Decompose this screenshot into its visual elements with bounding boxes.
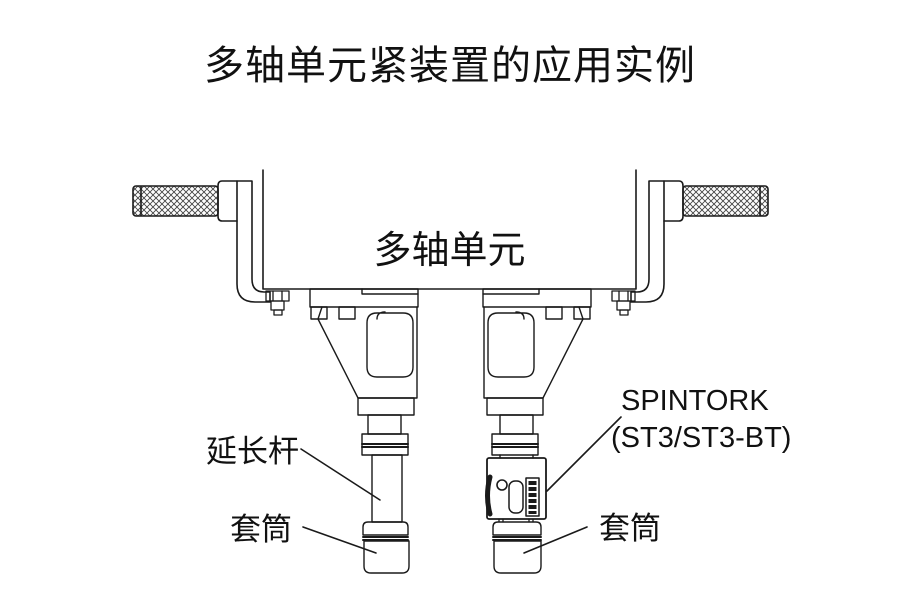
label-spintork-model: (ST3/ST3-BT): [611, 422, 792, 454]
label-spintork-name: SPINTORK: [621, 385, 769, 417]
leader-extension-rod: [300, 448, 381, 501]
label-multi-axis-unit: 多轴单元: [373, 230, 526, 272]
left-handle-grip: [132, 185, 219, 217]
right-socket: [492, 521, 542, 574]
extension-rod: [361, 433, 409, 523]
leader-socket-left: [302, 526, 377, 554]
left-socket: [362, 521, 410, 574]
spintork-device: [485, 457, 547, 523]
right-collar: [491, 433, 539, 459]
page-title: 多轴单元紧装置的应用实例: [204, 44, 696, 88]
device-label-strip: [525, 477, 540, 517]
device-grip-band: [485, 474, 493, 517]
label-extension-rod: 延长杆: [206, 434, 299, 469]
device-label-text-marks: [528, 481, 537, 514]
right-bolt: [611, 290, 636, 316]
right-spindle-housing: [482, 288, 592, 435]
left-bolt: [265, 290, 290, 316]
device-button-pill: [508, 480, 524, 514]
leader-socket-right: [523, 526, 588, 554]
label-socket-left: 套筒: [230, 512, 292, 547]
multi-axis-unit-body: [262, 169, 637, 290]
leader-lines: [300, 416, 622, 554]
leader-spintork: [546, 416, 622, 492]
right-handle-bracket: [630, 180, 684, 303]
right-handle-grip: [682, 185, 769, 217]
label-socket-right: 套筒: [599, 511, 661, 546]
device-indicator-circle: [496, 479, 508, 491]
left-spindle-housing: [309, 288, 419, 435]
